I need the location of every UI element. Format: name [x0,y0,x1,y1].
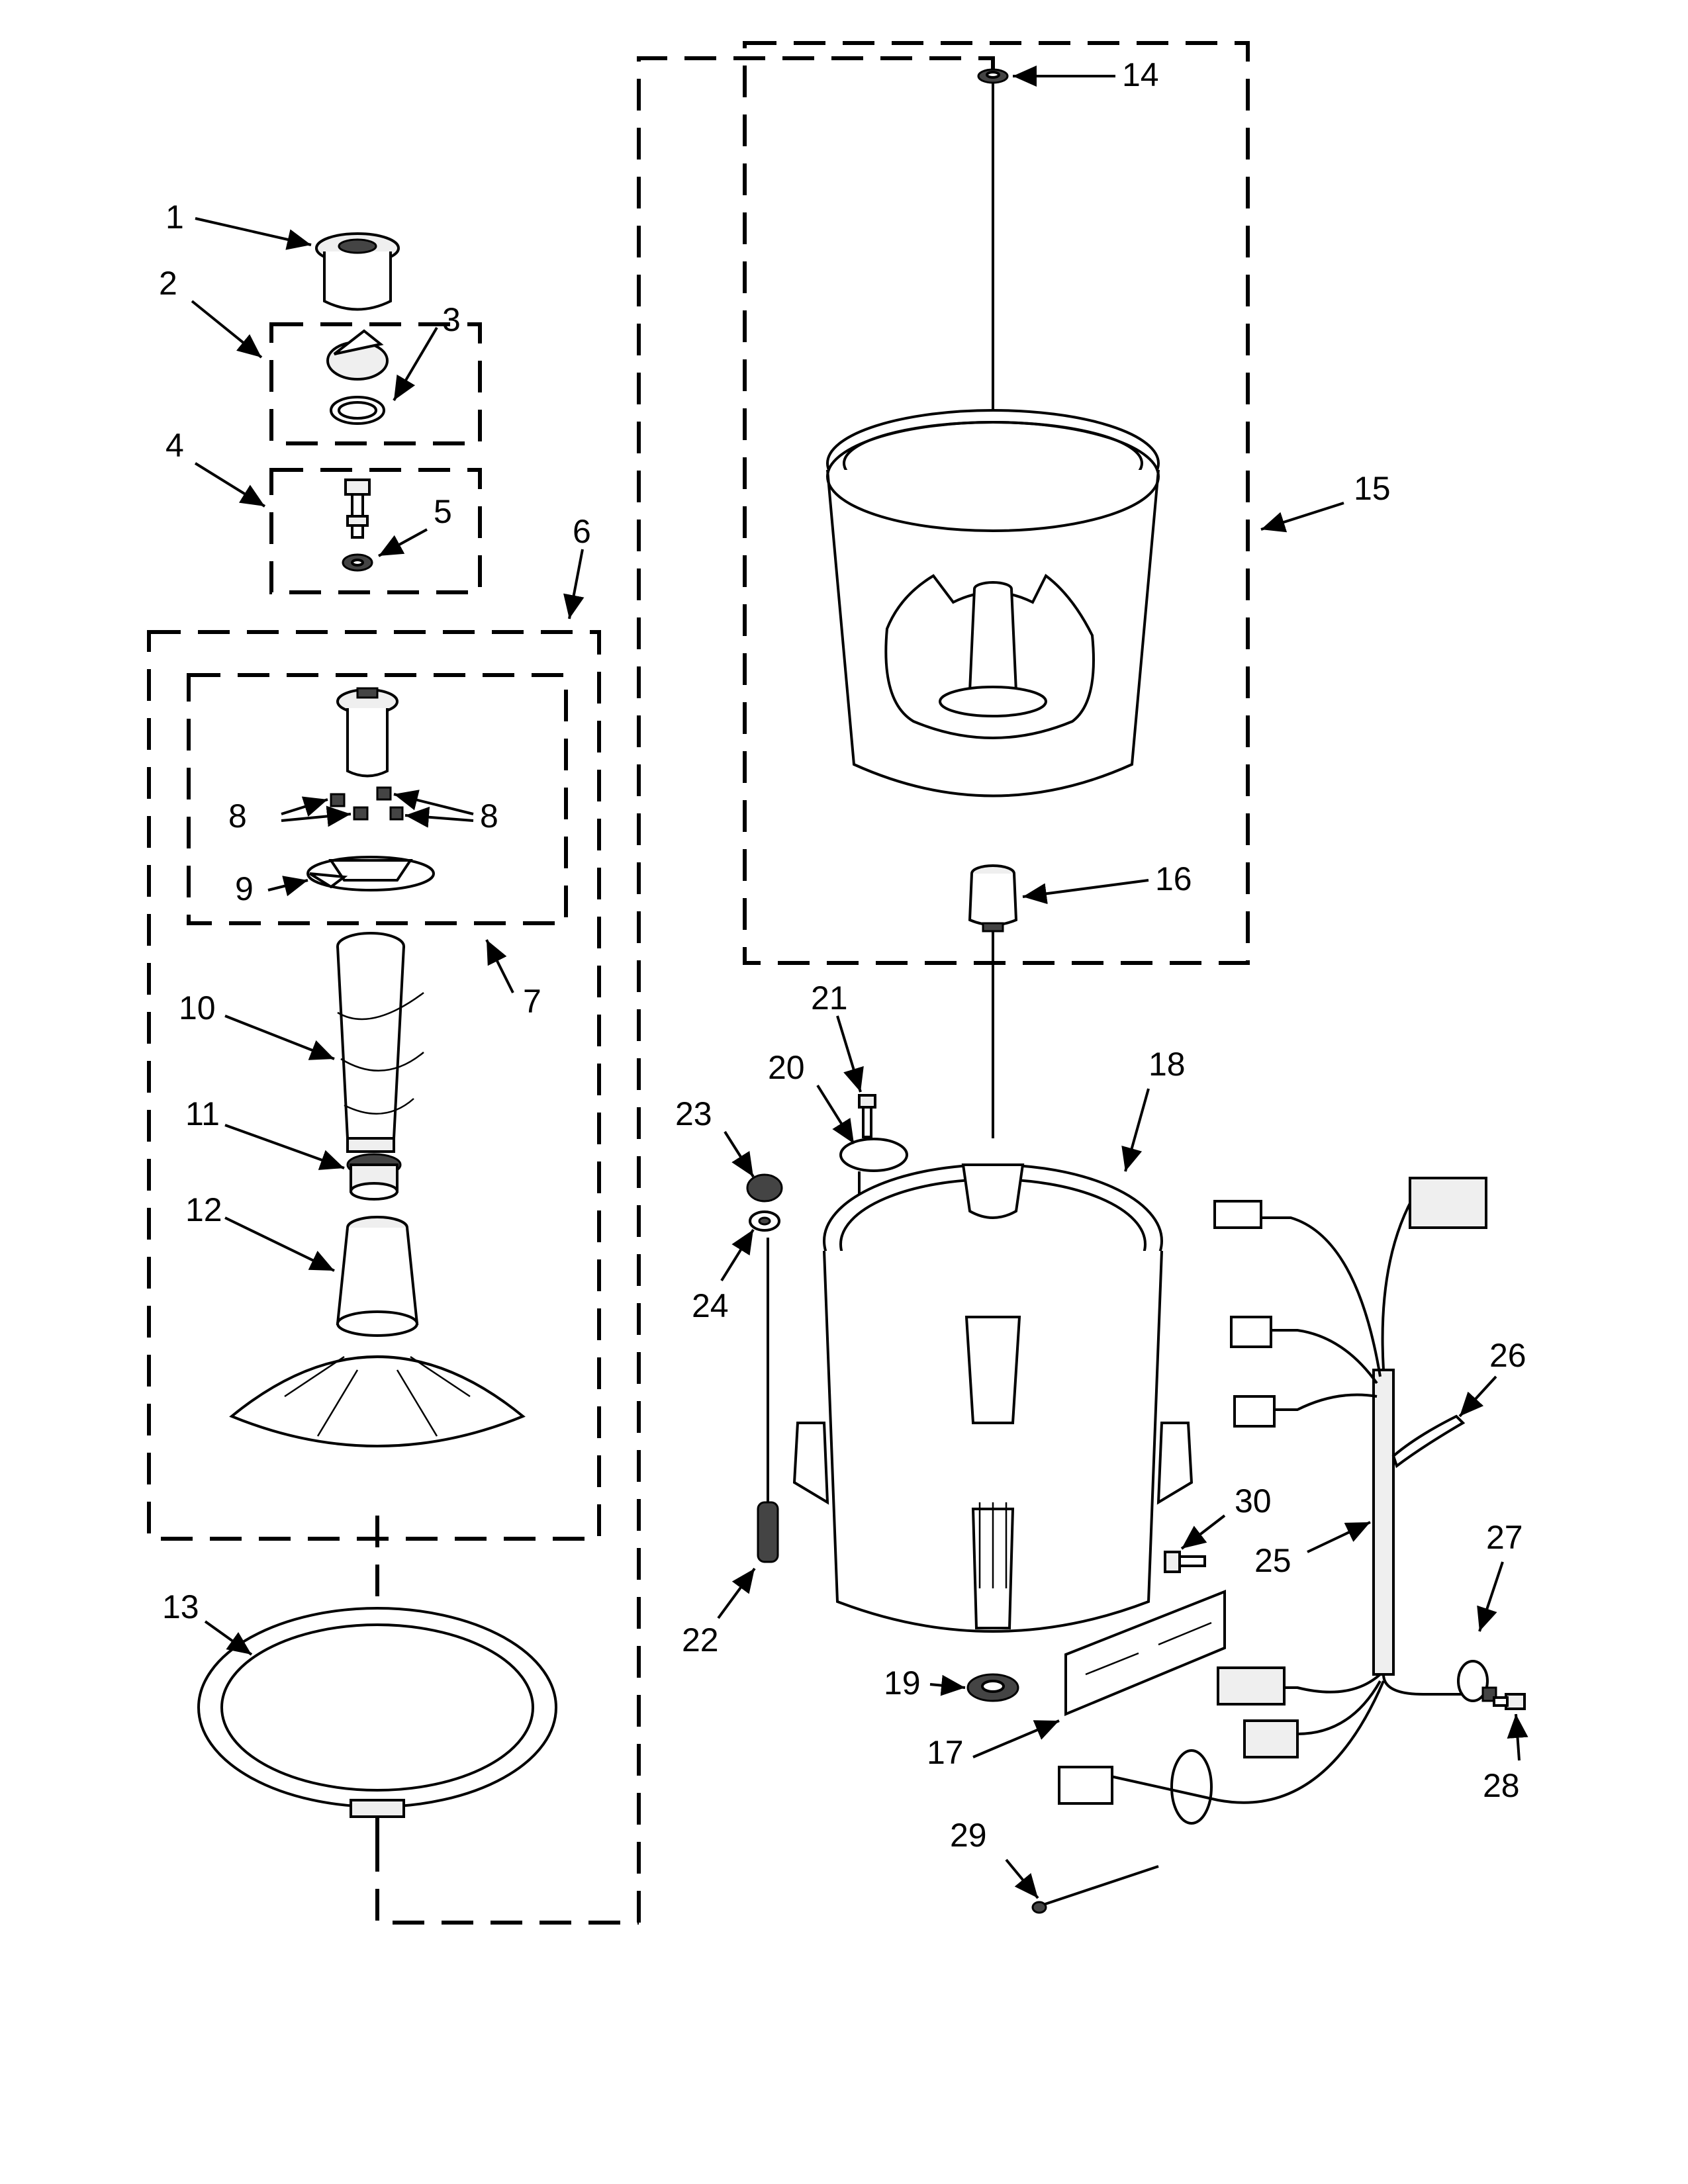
callout-18: 18 [1149,1046,1186,1083]
callout-9: 9 [235,870,254,907]
callout-16: 16 [1155,860,1192,897]
group-box-6 [147,630,601,1541]
callout-1: 1 [165,199,184,236]
callout-13: 13 [162,1588,199,1625]
group-box-4 [269,468,482,594]
callout-8-left: 8 [228,797,247,835]
callout-29: 29 [950,1817,987,1854]
part-26-pressure-hose [1382,1414,1470,1696]
callout-2: 2 [159,265,177,302]
part-15-basket [826,409,1160,797]
part-17-label [1064,1590,1226,1716]
part-10-auger [336,932,424,1153]
callout-27: 27 [1486,1519,1523,1556]
part-29-ground-wire [1031,1865,1159,1914]
part-4-bolt [344,478,371,539]
callout-11: 11 [185,1095,220,1132]
connector-dashed-top [637,56,995,1923]
part-9-cam [306,856,435,891]
callout-8-right: 8 [480,797,498,835]
part-22-suspension-rod [757,1238,779,1563]
part-3-seal-ring [330,396,385,425]
callout-5: 5 [434,493,452,530]
part-19-tub-seal [966,1673,1019,1702]
callout-17: 17 [927,1734,964,1771]
connector-dashed-bottom [375,1840,639,1925]
callout-15: 15 [1354,470,1391,507]
callout-21: 21 [811,979,848,1017]
callout-25: 25 [1254,1542,1291,1579]
part-24-grommet [749,1210,780,1232]
part-27-clamp [1457,1660,1497,1702]
part-5-washer [342,553,373,572]
part-25-wire-harness [1058,1177,1487,1825]
part-30-screw [1164,1551,1206,1573]
part-13-tub-ring [197,1607,557,1818]
callout-19: 19 [884,1664,921,1702]
group-box-15 [743,41,1250,965]
part-16-hub [968,864,1018,933]
part-8-dogs [330,786,404,821]
callout-30: 30 [1235,1482,1272,1520]
part-14-nut [977,68,1009,84]
part-2-cam [326,329,389,381]
part-11-bearing [346,1153,402,1201]
callout-6: 6 [573,513,591,550]
group-box-2 [269,322,482,445]
callout-24: 24 [692,1287,729,1324]
part-20-plate [839,1138,908,1172]
part-12-impeller [229,1216,526,1447]
callout-10: 10 [179,989,216,1026]
callout-28: 28 [1483,1767,1520,1804]
callout-14: 14 [1122,56,1159,93]
callout-20: 20 [768,1049,805,1086]
callout-12: 12 [185,1191,222,1228]
part-18-outer-tub [792,1163,1194,1633]
callout-23: 23 [675,1095,712,1132]
part-7-drive-bell [336,687,399,778]
callout-7: 7 [523,983,541,1020]
part-1-dispenser-cap [315,232,400,311]
callout-22: 22 [682,1621,719,1659]
callout-arrows [191,66,1528,1899]
callout-4: 4 [165,427,184,464]
part-28-screw [1493,1693,1526,1710]
callout-26: 26 [1489,1337,1526,1374]
callout-3: 3 [442,301,461,338]
part-21-screw [858,1094,876,1138]
group-box-7 [187,673,568,925]
part-23-spring-cap [746,1173,783,1203]
